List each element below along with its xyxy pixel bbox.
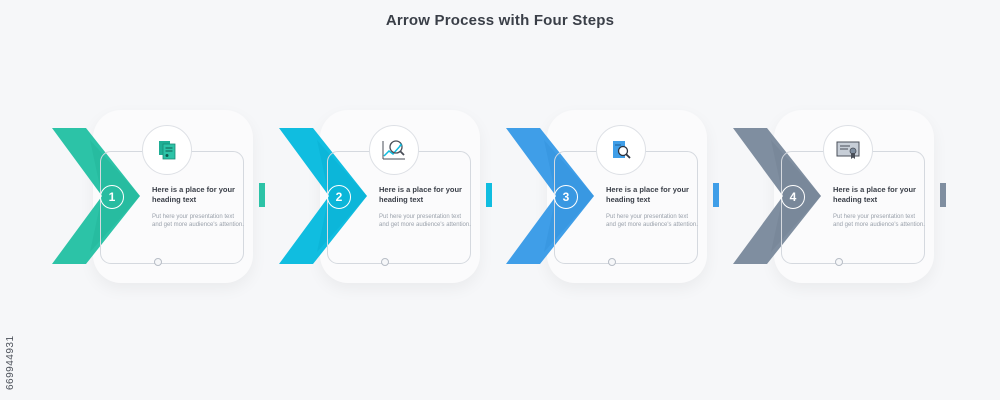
connector-dot <box>154 258 162 266</box>
connector-dot <box>835 258 843 266</box>
step-number: 1 <box>100 185 124 209</box>
step-body: Put here your presentation text and get … <box>152 214 244 228</box>
process-step-1: 1 Here is a place for your heading text … <box>50 96 277 296</box>
step-heading: Here is a place for your heading text <box>833 185 916 204</box>
icon-badge <box>369 125 419 175</box>
accent-bar <box>259 183 265 207</box>
certificate-icon <box>836 141 860 159</box>
step-body: Put here your presentation text and get … <box>379 214 471 228</box>
icon-badge <box>596 125 646 175</box>
step-body: Put here your presentation text and get … <box>606 214 698 228</box>
connector-dot <box>608 258 616 266</box>
page-title: Arrow Process with Four Steps <box>385 12 615 29</box>
step-body: Put here your presentation text and get … <box>833 214 925 228</box>
accent-bar <box>713 183 719 207</box>
icon-badge <box>142 125 192 175</box>
step-heading: Here is a place for your heading text <box>152 185 235 204</box>
image-id-stamp: 669944931 <box>5 335 16 390</box>
icon-badge <box>823 125 873 175</box>
connector-dot <box>381 258 389 266</box>
growth-chart-icon <box>382 140 405 160</box>
step-heading: Here is a place for your heading text <box>606 185 689 204</box>
document-search-icon <box>613 141 631 159</box>
step-number: 4 <box>781 185 805 209</box>
step-heading: Here is a place for your heading text <box>379 185 462 204</box>
process-step-3: 3 Here is a place for your heading text … <box>504 96 731 296</box>
accent-bar <box>940 183 946 207</box>
process-step-4: 4 Here is a place for your heading text … <box>731 96 958 296</box>
accent-bar <box>486 183 492 207</box>
process-step-2: 2 Here is a place for your heading text … <box>277 96 504 296</box>
step-number: 2 <box>327 185 351 209</box>
step-number: 3 <box>554 185 578 209</box>
documents-icon <box>159 141 176 160</box>
